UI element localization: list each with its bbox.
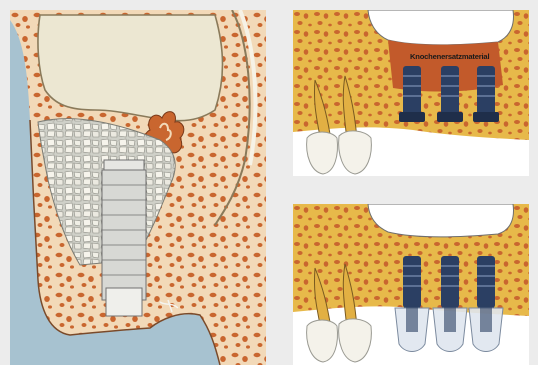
implants-with-crowns-illustration — [293, 204, 529, 365]
implants-with-graft-illustration: Knochenersatzmaterial — [293, 10, 529, 176]
sinus-space — [368, 204, 513, 237]
sinus-lift-illustration — [10, 10, 266, 365]
maxillary-sinus — [38, 15, 223, 121]
implant-3 — [477, 256, 495, 308]
sinus-space — [368, 10, 513, 45]
implants-with-graft-panel: Knochenersatzmaterial — [293, 10, 529, 176]
graft-label: Knochenersatzmaterial — [410, 52, 489, 61]
implant-2 — [441, 256, 459, 308]
sinus-lift-cross-section-panel — [10, 10, 266, 365]
implant-cross-section — [102, 160, 146, 316]
implants-with-crowns-panel — [293, 204, 529, 365]
implant-1 — [403, 256, 421, 308]
